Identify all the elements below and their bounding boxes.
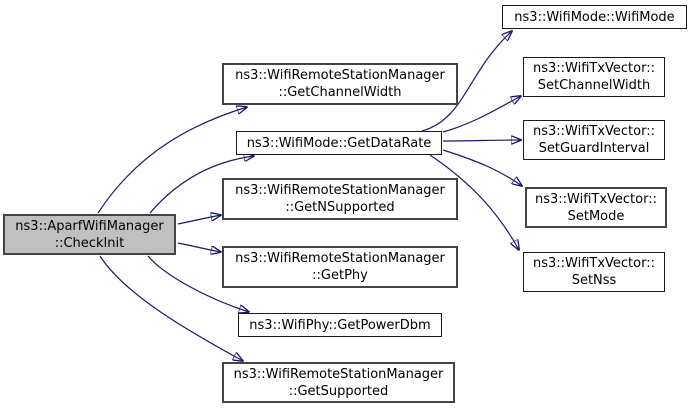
node-wifitxvector-setguardinterval[interactable]: ns3::WifiTxVector:: SetGuardInterval xyxy=(523,120,665,160)
node-label: ::GetChannelWidth xyxy=(278,85,402,100)
edge-getdatarate-to-setguardinterval xyxy=(442,140,521,141)
node-label: ::GetPhy xyxy=(312,268,368,283)
node-label: ::GetNSupported xyxy=(285,200,395,215)
edge-getdatarate-to-setchannelwidth xyxy=(442,96,521,133)
node-label: ns3::WifiTxVector:: xyxy=(532,61,655,76)
node-label: ns3::AparfWifiManager xyxy=(15,218,164,234)
node-wifiphy-getpowerdbm[interactable]: ns3::WifiPhy::GetPowerDbm xyxy=(238,313,442,337)
node-label: SetGuardInterval xyxy=(538,141,650,156)
node-label: ::CheckInit xyxy=(54,235,125,251)
node-label: ns3::WifiPhy::GetPowerDbm xyxy=(249,317,431,333)
node-label: ns3::WifiTxVector:: xyxy=(532,256,655,271)
node-wifiremotestationmanager-getchannelwidth[interactable]: ns3::WifiRemoteStationManager ::GetChann… xyxy=(222,63,458,105)
node-label: SetNss xyxy=(571,273,617,288)
node-label: ns3::WifiMode::WifiMode xyxy=(514,9,675,25)
node-label: ns3::WifiTxVector:: xyxy=(534,191,657,207)
edge-getdatarate-to-setnss xyxy=(429,154,519,250)
edge-getdatarate-to-setmode xyxy=(442,149,522,186)
node-label: ns3::WifiMode::GetDataRate xyxy=(246,135,432,151)
node-label: ns3::WifiRemoteStationManager xyxy=(235,251,445,266)
edge-checkinit-to-getchannelwidth xyxy=(97,107,247,214)
edge-checkinit-to-getpowerdbm xyxy=(147,255,249,312)
node-label: ns3::WifiRemoteStationManager xyxy=(233,366,444,382)
node-wifiremotestationmanager-getnsupported[interactable]: ns3::WifiRemoteStationManager ::GetNSupp… xyxy=(222,178,458,220)
edge-checkinit-to-getdatarate xyxy=(149,156,254,214)
node-label: ns3::WifiRemoteStationManager xyxy=(235,68,445,83)
node-wifitxvector-setchannelwidth[interactable]: ns3::WifiTxVector:: SetChannelWidth xyxy=(523,57,665,97)
node-label: ns3::WifiRemoteStationManager xyxy=(235,183,445,198)
node-wifitxvector-setnss[interactable]: ns3::WifiTxVector:: SetNss xyxy=(523,252,665,292)
node-label: ns3::WifiTxVector:: xyxy=(532,124,655,139)
node-label: ::GetSupported xyxy=(288,383,389,399)
node-wifiremotestationmanager-getsupported[interactable]: ns3::WifiRemoteStationManager ::GetSuppo… xyxy=(222,362,455,403)
node-label: SetChannelWidth xyxy=(537,78,651,93)
node-wifiremotestationmanager-getphy[interactable]: ns3::WifiRemoteStationManager ::GetPhy xyxy=(222,246,458,288)
edge-getdatarate-to-wifimode xyxy=(421,31,512,132)
edge-checkinit-to-getphy xyxy=(177,242,221,252)
node-aparfwifimanager-checkinit: ns3::AparfWifiManager ::CheckInit xyxy=(3,214,176,255)
node-wifimode-getdatarate[interactable]: ns3::WifiMode::GetDataRate xyxy=(236,131,442,155)
node-wifitxvector-setmode[interactable]: ns3::WifiTxVector:: SetMode xyxy=(525,187,667,228)
edge-checkinit-to-getnsupported xyxy=(177,215,221,225)
node-wifimode-wifimode[interactable]: ns3::WifiMode::WifiMode xyxy=(502,5,687,29)
node-label: SetMode xyxy=(567,208,625,224)
edge-checkinit-to-getsupported xyxy=(99,255,243,361)
